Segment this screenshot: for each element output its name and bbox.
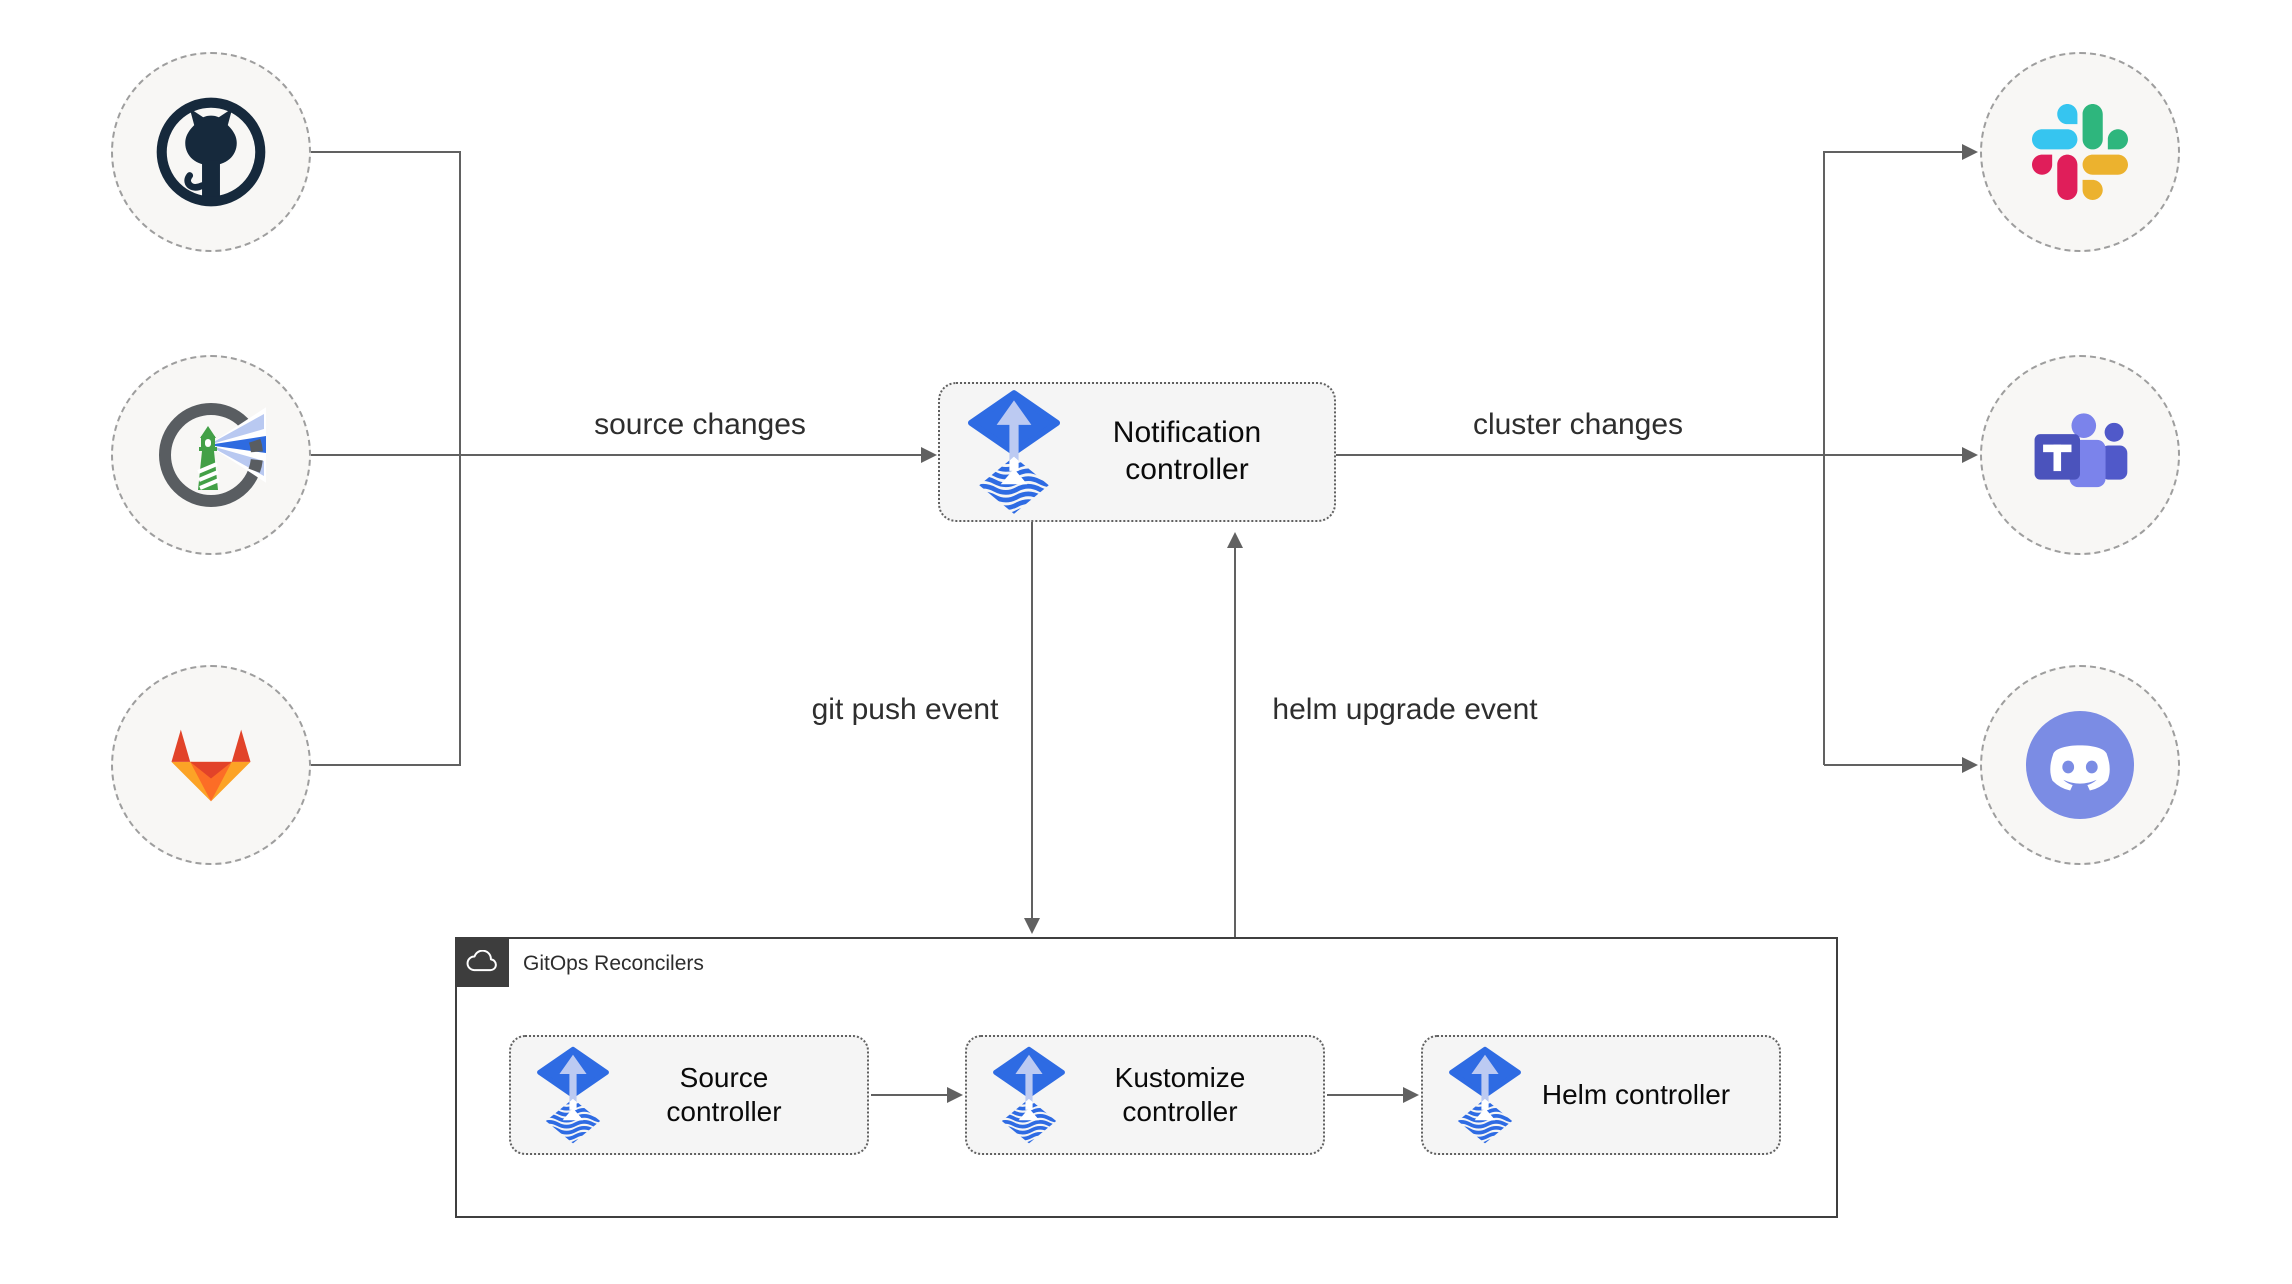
gitlab-icon: [159, 722, 263, 808]
arrowhead-into-slack: [1962, 144, 1978, 160]
flux-icon: [1449, 1046, 1521, 1145]
node-harbor: [111, 355, 311, 555]
group-title: GitOps Reconcilers: [523, 952, 704, 975]
source-controller-label: Source controller: [666, 1061, 782, 1127]
arrowhead-into-helm: [1403, 1087, 1419, 1103]
helm-controller-label: Helm controller: [1541, 1078, 1731, 1110]
node-notification-controller: Notification controller: [938, 382, 1336, 522]
edge-git-push-line: [1031, 522, 1033, 920]
node-kustomize-controller: Kustomize controller: [965, 1035, 1325, 1155]
edge-kustomize-to-helm: [1327, 1094, 1405, 1096]
github-icon: [155, 96, 267, 208]
edge-to-slack: [1824, 151, 1964, 153]
arrowhead-into-reconcilers: [1024, 918, 1040, 934]
node-gitlab: [111, 665, 311, 865]
slack-icon: [2032, 104, 2128, 200]
notification-controller-label: Notification controller: [1112, 416, 1262, 486]
edge-label-cluster-changes: cluster changes: [1466, 408, 1690, 442]
edge-left-junction: [459, 151, 461, 765]
edge-source-changes-line: [311, 454, 923, 456]
edge-helm-upgrade-line: [1234, 548, 1236, 937]
flux-icon: [993, 1046, 1065, 1145]
edge-cluster-changes-line: [1336, 454, 1964, 456]
edge-right-junction: [1823, 151, 1825, 765]
arrowhead-into-teams: [1962, 447, 1978, 463]
node-teams: [1980, 355, 2180, 555]
node-helm-controller: Helm controller: [1421, 1035, 1781, 1155]
edge-label-git-push-event: git push event: [805, 693, 1005, 727]
edge-label-helm-upgrade-event: helm upgrade event: [1266, 693, 1544, 727]
discord-icon: [2025, 710, 2135, 820]
node-source-controller: Source controller: [509, 1035, 869, 1155]
edge-github-to-junction: [311, 151, 461, 153]
node-discord: [1980, 665, 2180, 865]
cloud-icon: [465, 950, 499, 974]
node-github: [111, 52, 311, 252]
group-gitops-reconcilers: GitOps Reconcilers Source controller: [455, 937, 1838, 1218]
teams-icon: [2027, 409, 2133, 501]
arrowhead-into-notification-bottom: [1227, 532, 1243, 548]
arrowhead-into-discord: [1962, 757, 1978, 773]
edge-label-source-changes: source changes: [588, 408, 812, 442]
group-header-square: [455, 937, 509, 987]
edge-source-to-kustomize: [871, 1094, 949, 1096]
edge-gitlab-to-junction: [311, 764, 461, 766]
harbor-icon: [156, 400, 266, 510]
arrowhead-into-kustomize: [947, 1087, 963, 1103]
arrowhead-into-notification: [921, 447, 937, 463]
flux-icon: [537, 1046, 609, 1145]
flux-icon: [968, 389, 1060, 516]
node-slack: [1980, 52, 2180, 252]
kustomize-controller-label: Kustomize controller: [1114, 1061, 1246, 1127]
edge-to-discord: [1824, 764, 1964, 766]
